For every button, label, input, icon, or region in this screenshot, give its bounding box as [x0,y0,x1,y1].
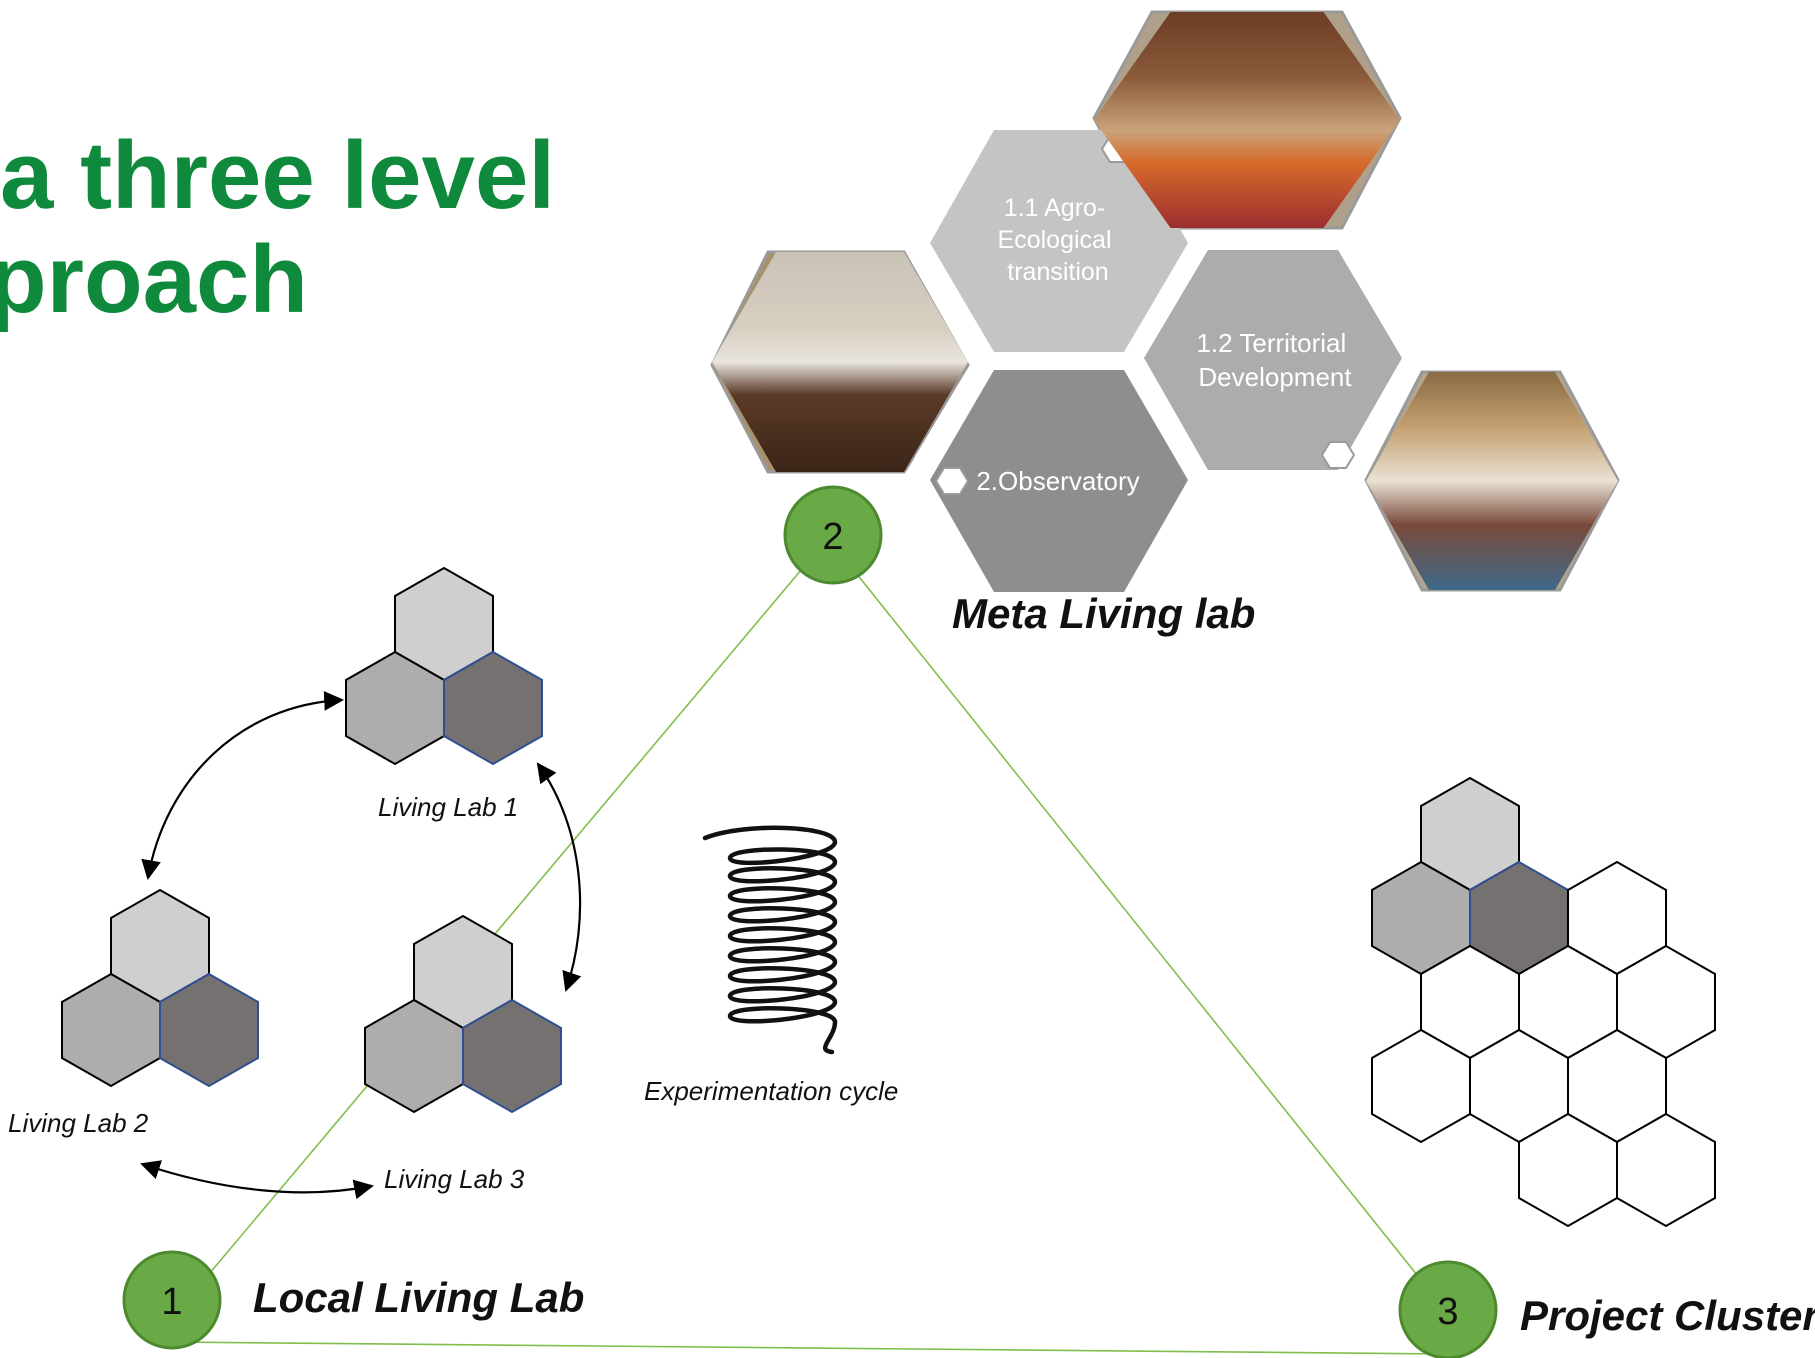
small-hex-marker [1320,441,1356,469]
hex-agro-ecological [930,130,1188,352]
hex-territorial-label: 1.2 Territorial Development [1196,328,1353,392]
level-node-1: 1 [122,1250,222,1350]
hex-territorial [1144,250,1402,470]
node-3-number: 3 [1437,1291,1458,1333]
living-lab-1-label: Living Lab 1 [378,792,518,822]
title-line-2: proach [0,226,309,333]
node-2-circle [783,485,883,585]
lab-arrows [140,690,582,1200]
living-lab-3-hexes [364,914,562,1114]
level-node-2: 2 [783,485,883,585]
edge-2-3 [827,537,1446,1311]
experimentation-cycle-label: Experimentation cycle [644,1076,898,1106]
title-line-1: a three level [0,122,555,229]
diagram-labels: Meta Living lab Living Lab 1 Living Lab … [8,590,1815,1339]
agro-line-1: 1.1 Agro- [1004,194,1105,222]
arrow-lab1-lab3 [536,762,582,992]
ll3-hex-right [462,998,562,1114]
hex-observatory [930,370,1188,592]
field-photo [712,252,968,472]
spiral-icon [702,825,838,1055]
hex-observatory-label: 2.Observatory [976,466,1139,496]
living-lab-3-label: Living Lab 3 [384,1164,525,1194]
local-living-lab-label: Local Living Lab [253,1274,584,1321]
ll2-hex-right [159,972,259,1088]
ll1-hex-right [443,650,543,766]
node-2-number: 2 [822,516,843,558]
arrow-lab1-lab2 [141,690,344,880]
agro-line-3: transition [1007,258,1108,286]
node-1-number: 1 [161,1281,182,1323]
meta-living-lab-label: Meta Living lab [952,590,1255,637]
meta-text-hexes [930,130,1402,592]
living-lab-1-hexes [345,566,543,766]
project-cluster-label: Project Cluster [1520,1292,1815,1339]
market-photo [1094,12,1400,228]
hex-agro-label: 1.1 Agro- Ecological transition [998,194,1119,286]
level-node-3: 3 [1398,1260,1498,1358]
territorial-line-2: Development [1198,362,1352,392]
meta-hex-labels: 1.1 Agro- Ecological transition 1.2 Terr… [976,194,1353,496]
living-lab-2-hexes [61,888,259,1088]
living-lab-2-label: Living Lab 2 [8,1108,149,1138]
cluster-hex [1616,1112,1716,1228]
territorial-line-1: 1.2 Territorial [1196,328,1346,358]
arrow-lab2-lab3 [140,1160,374,1200]
small-hex-marker [934,467,970,495]
node-3-circle [1398,1260,1498,1358]
agro-line-2: Ecological [998,226,1112,254]
edge-1-3 [171,1341,1446,1355]
node-1-circle [122,1250,222,1350]
project-cluster-hexes [1371,776,1716,1228]
level-triangle [171,537,1446,1355]
